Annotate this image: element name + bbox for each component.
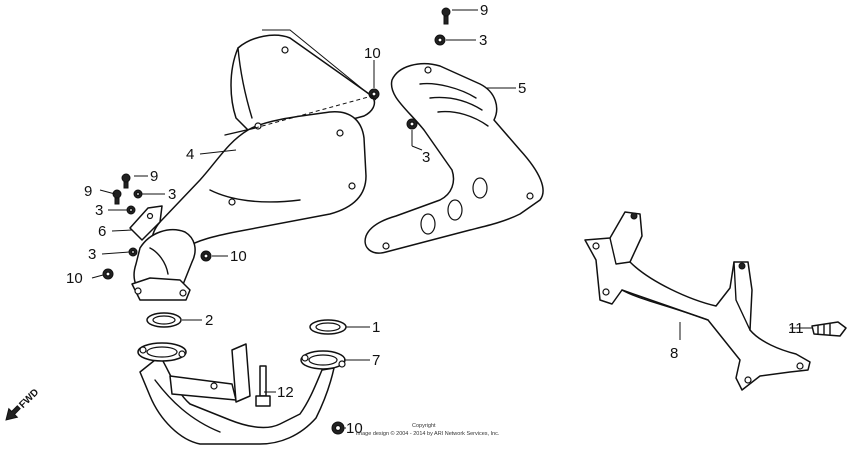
fwd-label: FWD [17, 387, 41, 411]
callout-3-mid: 3 [422, 149, 430, 166]
callout-numbers: 9 3 10 5 3 4 9 9 3 3 6 3 10 10 2 1 7 12 … [66, 2, 804, 437]
callout-9-left: 9 [150, 168, 158, 185]
callout-2: 2 [205, 312, 213, 329]
callout-3-left: 3 [168, 186, 176, 203]
callout-10-top: 10 [364, 45, 381, 62]
callout-9-top: 9 [480, 2, 488, 19]
callout-8: 8 [670, 345, 678, 362]
bolt-part-12 [231, 343, 271, 407]
callout-3-left2: 3 [95, 202, 103, 219]
heat-shield-part-5 [364, 62, 544, 254]
callout-6: 6 [98, 223, 106, 240]
callout-3-top: 3 [479, 32, 487, 49]
callout-7: 7 [372, 352, 380, 369]
gasket-part-2 [146, 312, 182, 328]
exhaust-pipe-part-7 [137, 342, 346, 445]
callout-1: 1 [372, 319, 380, 336]
copyright-line-1: Copyright [412, 423, 436, 429]
callout-10-bottom: 10 [346, 420, 363, 437]
gasket-part-1 [309, 319, 347, 335]
manifold-cover-part-4 [151, 34, 376, 263]
fwd-arrow-icon [5, 405, 21, 421]
callout-4: 4 [186, 146, 194, 163]
callout-10-left: 10 [66, 270, 83, 287]
callout-3-left3: 3 [88, 246, 96, 263]
callout-12: 12 [277, 384, 294, 401]
copyright-line-2: Image design © 2004 - 2014 by ARI Networ… [356, 430, 500, 437]
bracket-part-8 [584, 211, 811, 391]
forward-direction-indicator: FWD [5, 387, 41, 421]
callout-11: 11 [788, 320, 804, 337]
clamp-part-6 [129, 205, 163, 241]
copyright-notice: Copyright Image design © 2004 - 2014 by … [356, 423, 500, 437]
callout-5: 5 [518, 80, 526, 97]
bolt-part-11 [811, 321, 847, 337]
leader-lines [91, 9, 812, 429]
callout-9-left2: 9 [84, 183, 92, 200]
callout-10-mid: 10 [230, 248, 247, 265]
exhaust-manifold [131, 228, 196, 301]
